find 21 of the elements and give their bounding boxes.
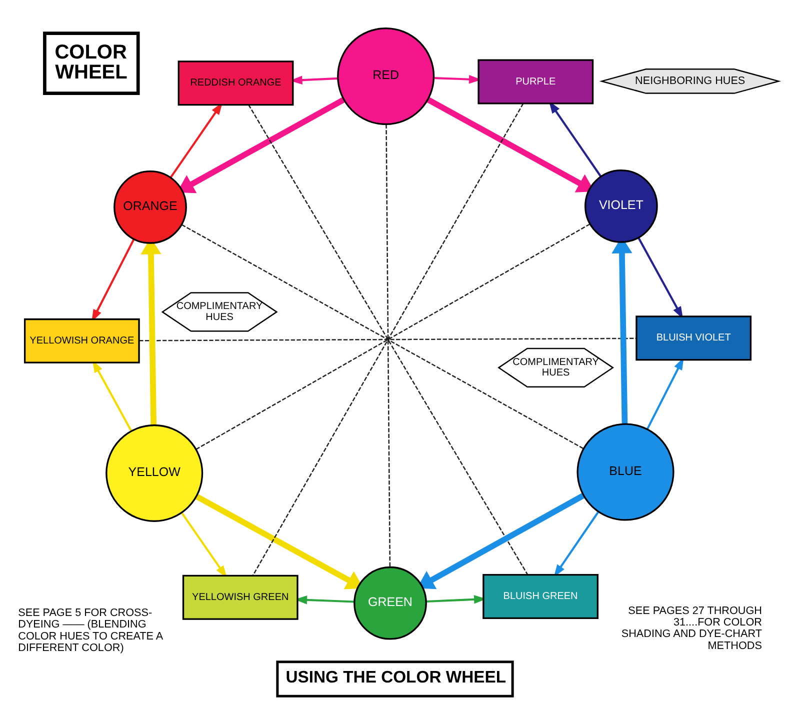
node-circle: VIOLET: [584, 169, 658, 242]
diagram-title: COLOR WHEEL: [54, 41, 128, 84]
node-box: PURPLE: [478, 58, 594, 104]
node-box: YELLOWISH GREEN: [182, 574, 298, 620]
node-circle: BLUE: [576, 422, 674, 520]
node-box: BLUISH GREEN: [482, 573, 598, 618]
node-box: YELLOWISH ORANGE: [24, 318, 140, 363]
node-box: REDDISH ORANGE: [178, 60, 294, 106]
arrow: [92, 238, 135, 322]
node-circle: RED: [337, 27, 435, 125]
connector: [386, 124, 391, 567]
node-circle: ORANGE: [114, 170, 187, 244]
arrow: [180, 512, 227, 578]
connector: [139, 337, 636, 341]
node-box: BLUISH VIOLET: [636, 315, 752, 360]
node-circle: GREEN: [354, 566, 427, 640]
node-circle: YELLOW: [106, 424, 204, 522]
caption: USING THE COLOR WHEEL: [286, 666, 506, 686]
label: SEE PAGE 5 FOR CROSS-DYEING —— (BLENDING COLOR HUES TO CREATE A DIFFERENT COLOR): [18, 606, 164, 654]
label: SEE PAGES 27 THROUGH 31....FOR COLOR SHADING AND DYE-CHART METHODS: [621, 604, 762, 652]
arrow: [554, 510, 600, 577]
